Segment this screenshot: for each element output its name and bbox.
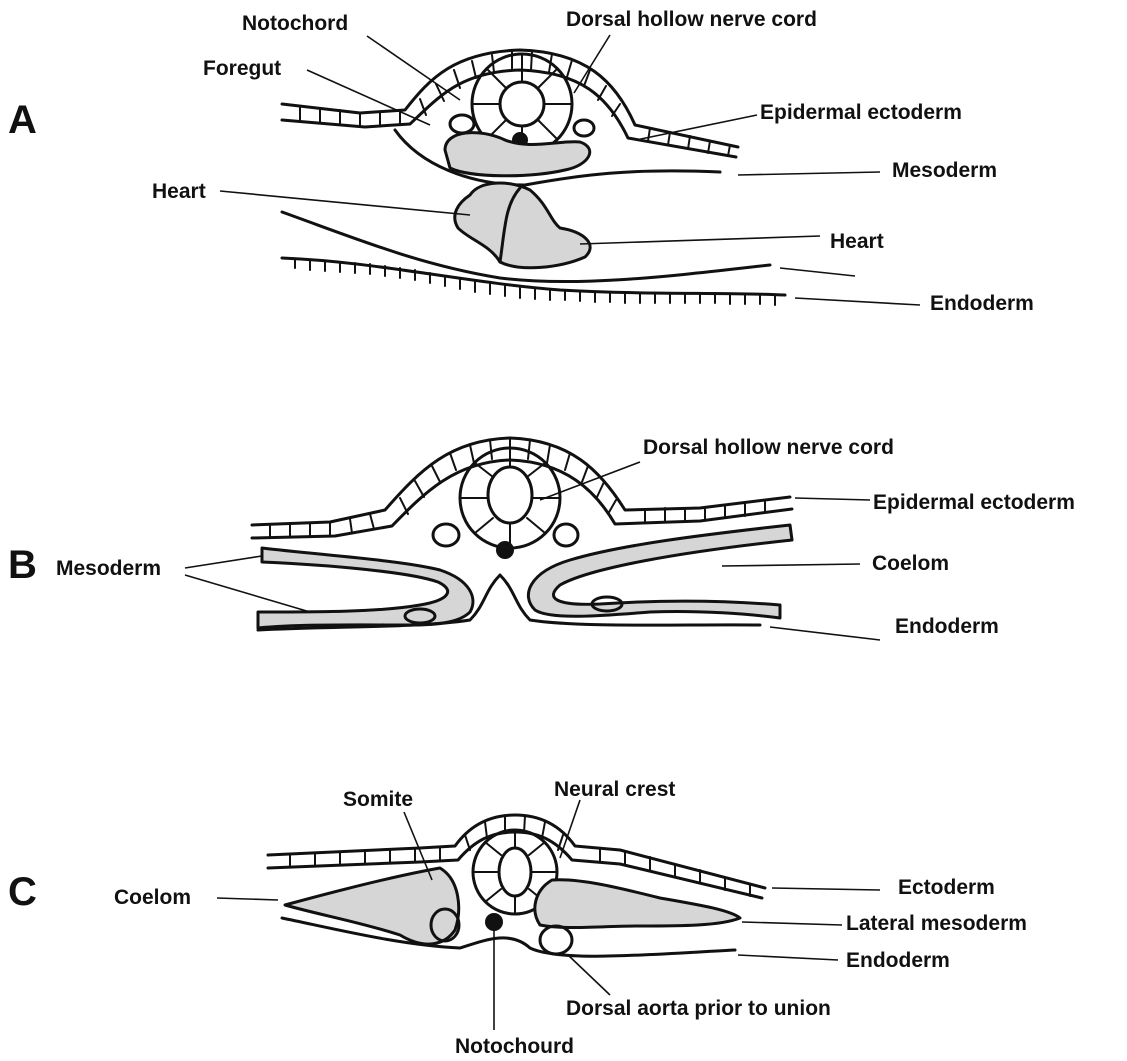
label-neural-crest-c: Neural crest <box>554 778 675 801</box>
panel-a: A <box>8 8 1034 315</box>
panel-c-notochord <box>485 913 503 931</box>
panel-b-letter: B <box>8 543 37 587</box>
panel-c-ectoderm-cells <box>290 816 750 896</box>
panel-c-aorta-right <box>540 926 572 954</box>
panel-a-drawing <box>282 50 785 305</box>
label-somite-c: Somite <box>343 788 413 811</box>
panel-a-aorta-left <box>450 115 474 133</box>
label-notochord-a: Notochord <box>242 12 348 35</box>
label-epidermal-ectoderm-b: Epidermal ectoderm <box>873 491 1075 514</box>
panel-a-letter: A <box>8 98 37 142</box>
label-epidermal-ectoderm-a: Epidermal ectoderm <box>760 101 962 124</box>
label-foregut-a: Foregut <box>203 57 281 80</box>
panel-a-labels: Notochord Dorsal hollow nerve cord Foreg… <box>152 8 1034 315</box>
label-heart-right-a: Heart <box>830 230 884 253</box>
label-dorsal-aorta-c: Dorsal aorta prior to union <box>566 997 831 1020</box>
label-endoderm-a: Endoderm <box>930 292 1034 315</box>
panel-c-drawing <box>268 815 765 956</box>
label-nerve-cord-b: Dorsal hollow nerve cord <box>643 436 894 459</box>
panel-c-nerve-cord-lumen <box>499 848 531 896</box>
panel-c-lateral-mesoderm-right <box>535 880 740 928</box>
label-endoderm-c: Endoderm <box>846 949 950 972</box>
label-heart-left-a: Heart <box>152 180 206 203</box>
label-endoderm-b: Endoderm <box>895 615 999 638</box>
panel-b-drawing <box>252 438 792 630</box>
label-mesoderm-b: Mesoderm <box>56 557 161 580</box>
label-notochord-c: Notochourd <box>455 1035 574 1058</box>
panel-b-nerve-cord-lumen <box>488 467 532 523</box>
panel-a-heart <box>455 183 590 268</box>
label-ectoderm-c: Ectoderm <box>898 876 995 899</box>
panel-b-mesoderm-left <box>258 548 473 628</box>
label-mesoderm-a: Mesoderm <box>892 159 997 182</box>
label-coelom-b: Coelom <box>872 552 949 575</box>
panel-c: C <box>8 778 1027 1058</box>
panel-b-somite-left <box>433 524 459 546</box>
label-lateral-mesoderm-c: Lateral mesoderm <box>846 912 1027 935</box>
panel-b-somite-right <box>554 524 578 546</box>
label-coelom-c: Coelom <box>114 886 191 909</box>
label-nerve-cord-a: Dorsal hollow nerve cord <box>566 8 817 31</box>
panel-b-notochord <box>496 541 514 559</box>
panel-a-aorta-right <box>574 120 594 136</box>
panel-c-letter: C <box>8 870 37 914</box>
panel-b-mesoderm-right <box>528 525 792 618</box>
panel-b: B <box>8 436 1075 640</box>
panel-c-ectoderm-outer <box>268 815 765 888</box>
